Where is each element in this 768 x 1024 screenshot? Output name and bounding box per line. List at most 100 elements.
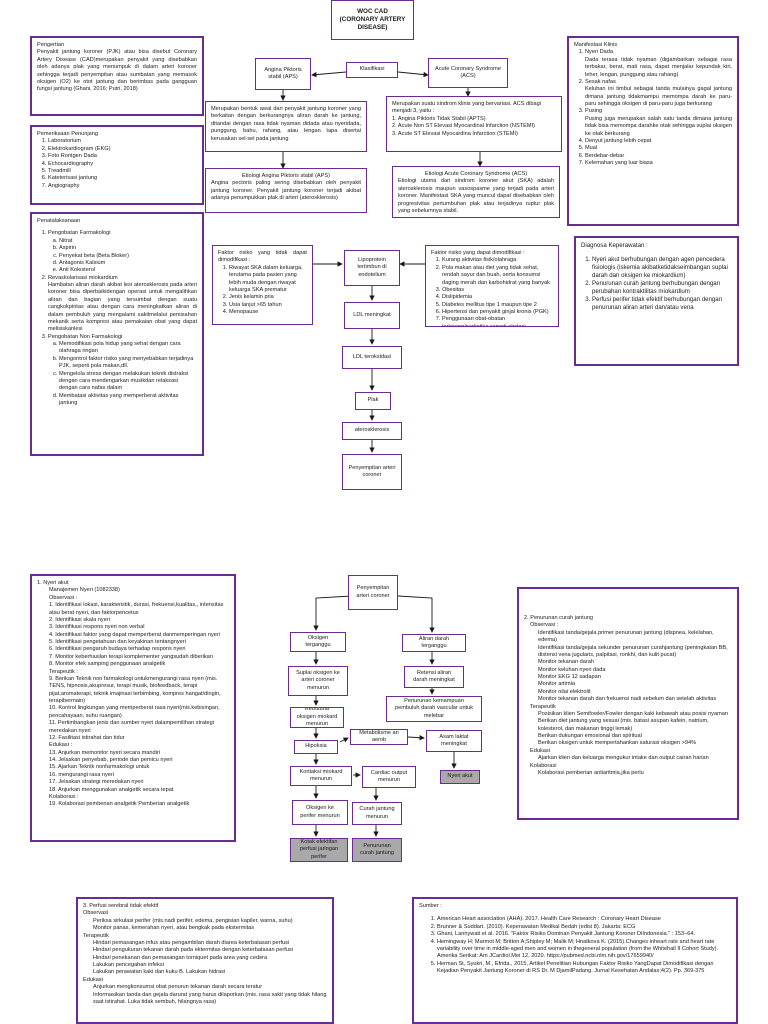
curah-item: Monitor keluhan nyeri dada (538, 666, 606, 673)
aps-etiologi-heading: Etiologi Angina Piktoris stabil (APS) (242, 173, 330, 179)
farmako-subitem: Penyekat beta (Beta Bloker) (59, 253, 197, 260)
curah-item: Berikan dukungan emosional dan spiritual (538, 733, 642, 739)
klasifikasi-node: Klasifikasi (346, 62, 398, 78)
curah-item: Monitor tekanan darah (538, 659, 594, 666)
perfusi-box: 3. Perfusi serebral tidak efektif Observ… (76, 897, 334, 1024)
aps-etiologi-box: Etiologi Angina Piktoris stabil (APS) An… (205, 168, 367, 213)
acs-etiologi-box: Etiologi Acute Coronary Syndrome (ACS) E… (392, 166, 560, 218)
faktor-dapat-item: Obesitas (442, 287, 553, 294)
curah-heading: 2. Penurunan curah jantung (524, 615, 594, 621)
faktor-tidak-list: Riwayat SKA dalam keluarga, terutama pad… (218, 265, 307, 317)
manifestasi-item: Mual (585, 145, 732, 152)
perfusi-item: Monitor panas, kemerahan nyeri, atau ben… (93, 925, 255, 932)
nyeri-item: 18. Anjurkan menggunakan analgetik secar… (49, 786, 174, 793)
aps-etiologi-text: Angina pectoris paling sering disebabkan… (211, 180, 361, 202)
flow2-perfusi-label: Kotak efektifan perfusi jaringan perifer (299, 838, 339, 860)
farmako-list: NitratAspirinPenyekat beta (Beta Bloker)… (48, 238, 197, 275)
manifestasi-item-title: Kelemahan yang luar biasa (585, 160, 653, 166)
flow2-hipoksia-label: Hipoksia (305, 743, 327, 750)
sumber-item: American Heart association (AHA). 2017. … (437, 916, 731, 923)
sumber-item: Brunner & Suddart. (2010). Keperawatan M… (437, 924, 731, 931)
diagnosa-box: Diagnosa Keperawatan : Nyeri akut berhub… (574, 236, 739, 366)
flow2-oksigen-label: Oksigen terganggu (305, 634, 331, 648)
sumber-box: Sumber : American Heart association (AHA… (412, 897, 738, 1024)
curah-item: Monitor aritmia (538, 681, 575, 688)
revask-item: Revaskularisasi miokardium Hambatan alir… (48, 275, 197, 334)
acs-desc-box: Merupakan suatu sindrom klinis yang berv… (386, 96, 562, 152)
flow2-curah: Curah jantung menurun (352, 802, 402, 825)
diagnosa-list: Nyeri akut berhubungan dengan agen pence… (581, 256, 732, 312)
aps-label: Angina Piktoris stabil (APS) (264, 66, 302, 80)
pemeriksaan-item: Laboratorium (48, 138, 197, 145)
sumber-item: Ghani, Lannywati et al. 2016. "Faktor Ri… (437, 931, 731, 938)
perfusi-item: Hindari pengukuran tekanan darah pada ek… (93, 947, 293, 954)
aps-desc-box: Merupakan bentuk awal dari penyakit jant… (205, 101, 367, 152)
flow2-hipoksia: Hipoksia (294, 740, 338, 754)
perfusi-section: Edukasi (83, 976, 103, 983)
flow2-perfusi: Kotak efektifan perfusi jaringan perifer (290, 838, 348, 862)
pemeriksaan-list: LaboratoriumElektrokardiogram (EKG)Foto … (37, 138, 197, 190)
perfusi-item: Anjurkan mengkonsumsi obat penurun tekan… (93, 984, 263, 991)
curah-section: Observasi : (530, 622, 559, 629)
manifestasi-item-desc: Dada terasa tidak nyaman (digambarkan se… (585, 56, 732, 78)
acs-etiologi-text: Etiologi utama dari sindrom koroner akut… (398, 178, 554, 214)
faktor-dapat-box: Faktor risiko yang dapat dimodifikasi : … (425, 245, 559, 327)
revask-label: Revaskularisasi miokardium (48, 274, 118, 281)
curah-section: Kolaborasi (530, 762, 557, 769)
nyeri-item: 9. Berikan Teknik non farmakologi untukm… (49, 675, 221, 704)
nyeri-heading: 1. Nyeri akut (37, 580, 69, 586)
nyeri-item: 11. Pertimbangkan jenis dan sumber nyeri… (49, 720, 214, 734)
flow2-retensi-label: Retensi aliran darah meningkat (413, 669, 455, 683)
flow1-ldl-teroksidasi-label: LDL teroksidasi (352, 353, 392, 360)
flow2-top-label: Penyempitan arteri coroner (356, 585, 390, 599)
nyeri-item: 14. Jelaskan penyebab, periode dan pemic… (49, 757, 173, 763)
acs-desc-item: 2. Acute Non ST Elevasi Myocardinal Infa… (392, 123, 535, 130)
farmako-subitem: Nitrat (59, 238, 197, 245)
acs-desc-item: 1. Angina Piktoris Tidak Stabil (APTS) (392, 115, 486, 122)
flow2-oksigenperifer-label: Oksigen ke perifer menurun (300, 805, 340, 819)
perfusi-item: Periksa sirkulasi perifer (mis.nadi peri… (93, 917, 293, 924)
nyeri-item: 2. Identifikasi skala nyeri (49, 616, 110, 623)
klasifikasi-label: Klasifikasi (359, 66, 385, 73)
flow1-aterosklerosis: aterosklerosis (342, 422, 402, 440)
sumber-item: Hemingway H; Marmot M; Britton A;Shipley… (437, 939, 731, 961)
penatalaksanaan-list: Pengobatan Farmakologi NitratAspirinPeny… (37, 230, 197, 407)
perfusi-heading: 3. Perfusi serebral tidak efektif (83, 903, 159, 909)
manifestasi-item-desc: Pusing juga merupakan salah satu tanda d… (585, 115, 732, 137)
flow2-nyeriakut: Nyeri akut (440, 770, 480, 784)
manifestasi-item-title: Pusing (585, 108, 603, 115)
nyeri-item: 16. mengurangi rasa nyeri (49, 771, 114, 778)
flow2-cardiac: Cardiac output menurun (362, 766, 416, 788)
nyeri-item: 3. Identifikasi respons nyeri non verbal (49, 624, 145, 631)
nonfarmako-list: Memodifikasi pola hidup yang sehat denga… (48, 341, 197, 407)
farmako-subitem: Anti Kolesterol (59, 267, 197, 274)
manifestasi-item-desc: Keluhan ini timbul sebagai tanda mulainy… (585, 86, 732, 107)
pemeriksaan-item: Kateterisasi jantung (48, 175, 197, 182)
flow2-top: Penyempitan arteri coroner (348, 575, 398, 610)
faktor-dapat-item: Diabetes mellitus tipe 1 maupun tipe 2 (442, 302, 553, 309)
flow1-ldl-meningkat: LDL meningkat (344, 302, 400, 329)
flow2-asam: Asam laktat meningkat (426, 730, 482, 752)
diagnosa-item: Nyeri akut berhubungan dengan agen pence… (592, 256, 732, 280)
nyeri-item: 17. Jelaskan strategi meredakan nyeri (49, 779, 144, 786)
diagnosa-item: Penurunan curah jantung berhubungan deng… (592, 280, 732, 296)
manifestasi-item: Berdebar-debar (585, 153, 732, 160)
nyeri-item: 1. Identifikasi lokasi, karakteristik, d… (49, 602, 224, 616)
faktor-dapat-item: Penggunaan obat-obatan terlarang/narkoti… (442, 316, 553, 326)
aps-desc: Merupakan bentuk awal dari penyakit jant… (211, 106, 361, 142)
flow2-metabolisme-label: Metabolisme an aerob (359, 729, 399, 743)
flow1-plak: Plak (355, 392, 391, 410)
curah-item: Posisikan klien Semifowler/Fowler dengan… (538, 710, 728, 717)
flow1-ldl-teroksidasi: LDL teroksidasi (342, 346, 402, 369)
manifestasi-item: Kelemahan yang luar biasa (585, 160, 732, 167)
acs-desc-item: 3. Acute ST Elevasi Myocardina Infarctio… (392, 130, 518, 137)
farmako-item: Pengobatan Farmakologi NitratAspirinPeny… (48, 230, 197, 274)
curah-box: 2. Penurunan curah jantung Observasi :Id… (517, 587, 739, 820)
flow1-ldl-meningkat-label: LDL meningkat (353, 311, 391, 318)
perfusi-section: Terapeutik (83, 932, 109, 939)
manifestasi-item-title: Mual (585, 145, 598, 152)
faktor-tidak-box: Faktor risiko yang tidak dapat dimodifik… (212, 245, 313, 325)
farmako-subitem: Antagonis Kalsium (59, 260, 197, 267)
